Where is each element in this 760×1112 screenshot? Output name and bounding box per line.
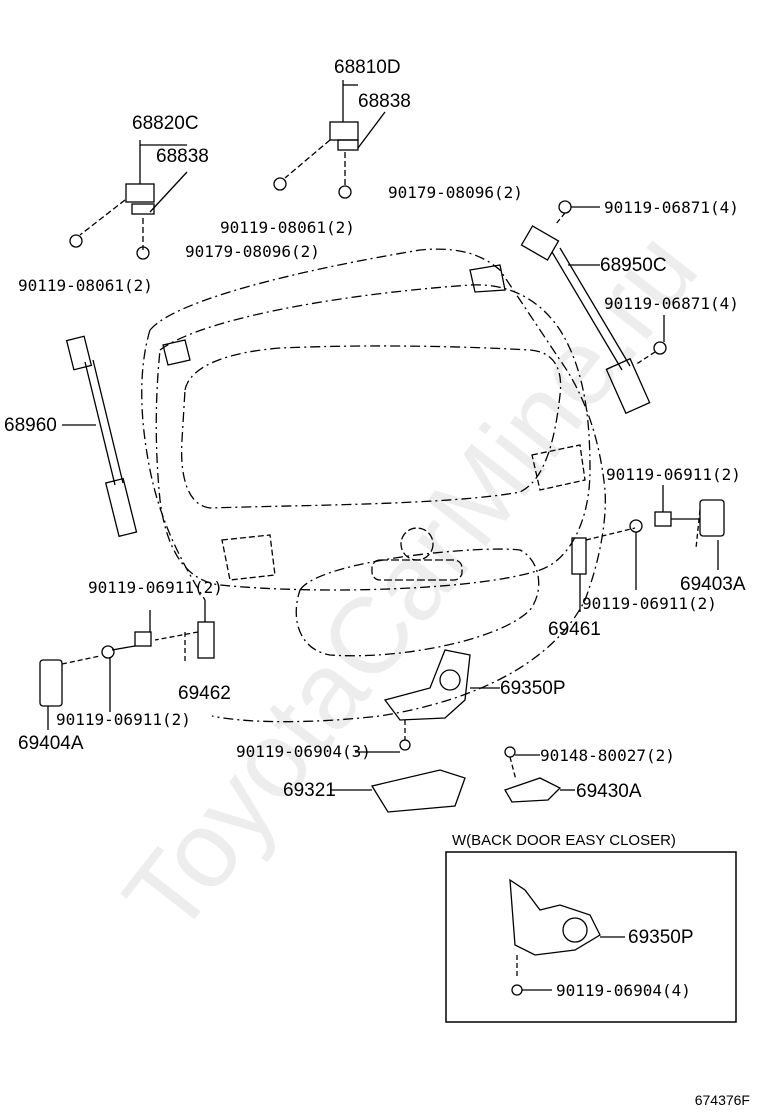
inset-title: W(BACK DOOR EASY CLOSER)	[452, 832, 676, 849]
label-68960: 68960	[4, 415, 57, 436]
label-69403A: 69403A	[680, 574, 746, 595]
upper-right-recess	[469, 264, 506, 293]
label-90119-06871-mid: 90119-06871(4)	[604, 294, 739, 313]
stopper-68820C	[69, 140, 188, 260]
back-door-outline	[149, 248, 606, 723]
label-90119-08061-left: 90119-08061(2)	[18, 276, 153, 295]
license-opening	[295, 548, 540, 657]
label-68950C: 68950C	[600, 255, 667, 276]
label-68820C: 68820C	[132, 113, 199, 134]
upper-left-recess	[162, 339, 191, 366]
hinge-left	[39, 600, 215, 730]
right-light-recess	[531, 444, 586, 491]
label-90119-06904-3: 90119-06904(3)	[236, 742, 371, 761]
label-90119-06871-top: 90119-06871(4)	[604, 198, 739, 217]
label-90179-right: 90179-08096(2)	[388, 183, 523, 202]
hinge-right	[571, 485, 725, 612]
label-90119-08061-mid: 90119-08061(2)	[220, 218, 355, 237]
striker	[504, 777, 562, 803]
drawing-number: 674376F	[694, 1092, 750, 1108]
label-69462: 69462	[178, 683, 231, 704]
label-69430A: 69430A	[576, 781, 642, 802]
label-90119-06911-l1: 90119-06911(2)	[88, 578, 223, 597]
left-light-recess	[221, 534, 276, 581]
label-68838-right: 68838	[358, 91, 411, 112]
left-damper-stay	[65, 335, 138, 538]
stopper-68810D	[273, 80, 386, 199]
window-glass	[180, 345, 562, 509]
label-90179-left: 90179-08096(2)	[185, 242, 320, 261]
label-90119-06911-r2: 90119-06911(2)	[582, 594, 717, 613]
label-68838-left: 68838	[156, 146, 209, 167]
label-68810D: 68810D	[334, 57, 401, 78]
handle-recess	[371, 559, 463, 581]
label-69321: 69321	[283, 780, 336, 801]
back-door-left-edge	[141, 329, 206, 601]
label-90119-06904-4: 90119-06904(4)	[556, 981, 691, 1000]
label-90119-06911-r1: 90119-06911(2)	[606, 465, 741, 484]
label-90119-06911-l2: 90119-06911(2)	[56, 710, 191, 729]
inset-box	[445, 851, 737, 1023]
inset-lock-assembly	[509, 878, 625, 996]
outside-handle	[370, 769, 466, 813]
label-69350P-inset: 69350P	[628, 927, 694, 948]
label-69350P: 69350P	[500, 678, 566, 699]
label-69404A: 69404A	[18, 733, 84, 754]
right-damper-stay	[520, 225, 651, 415]
lock-assembly	[355, 649, 500, 753]
door-inner-frame	[155, 284, 591, 591]
bolt-mid-right	[653, 341, 667, 355]
label-90148-80027: 90148-80027(2)	[540, 746, 675, 765]
bolt-top-right	[558, 200, 572, 214]
label-69461: 69461	[548, 619, 601, 640]
